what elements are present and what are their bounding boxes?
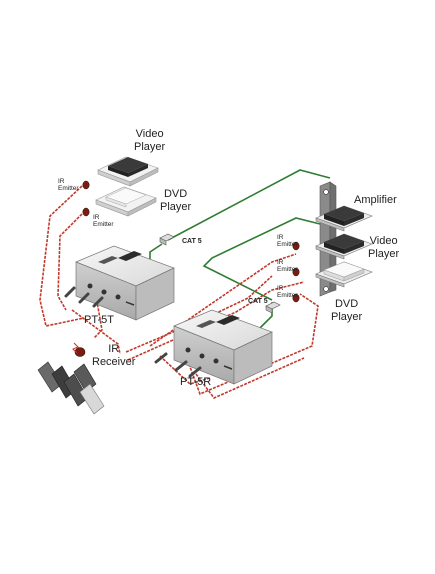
dvd-player-rack (323, 261, 365, 282)
label-pt5t: PT-5T (84, 314, 114, 326)
remote-controls (37, 361, 105, 415)
pt5r-device (173, 309, 273, 385)
ir-emitter-4 (292, 267, 300, 277)
video-player-rack (324, 234, 364, 254)
amplifier-device (324, 206, 364, 226)
dvd-player-top (95, 186, 157, 217)
pt5r-plugs (154, 352, 202, 378)
cat5-connector-2 (265, 301, 281, 314)
pt5t-device (75, 245, 175, 321)
ir-receiver (72, 342, 86, 357)
cat5-connector-1 (159, 233, 175, 246)
label-pt5r: PT-5R (180, 376, 212, 388)
label-cat5-2: CAT 5 (248, 298, 268, 305)
ir-emitter-1 (82, 180, 90, 190)
ir-emitter-2 (82, 207, 90, 217)
label-cat5-1: CAT 5 (182, 238, 202, 245)
pt5t-plugs (64, 286, 104, 308)
label-amplifier: Amplifier (354, 194, 397, 206)
ir-emitter-5 (292, 293, 300, 303)
ir-emitter-3 (292, 241, 300, 251)
video-player-top (97, 156, 159, 187)
